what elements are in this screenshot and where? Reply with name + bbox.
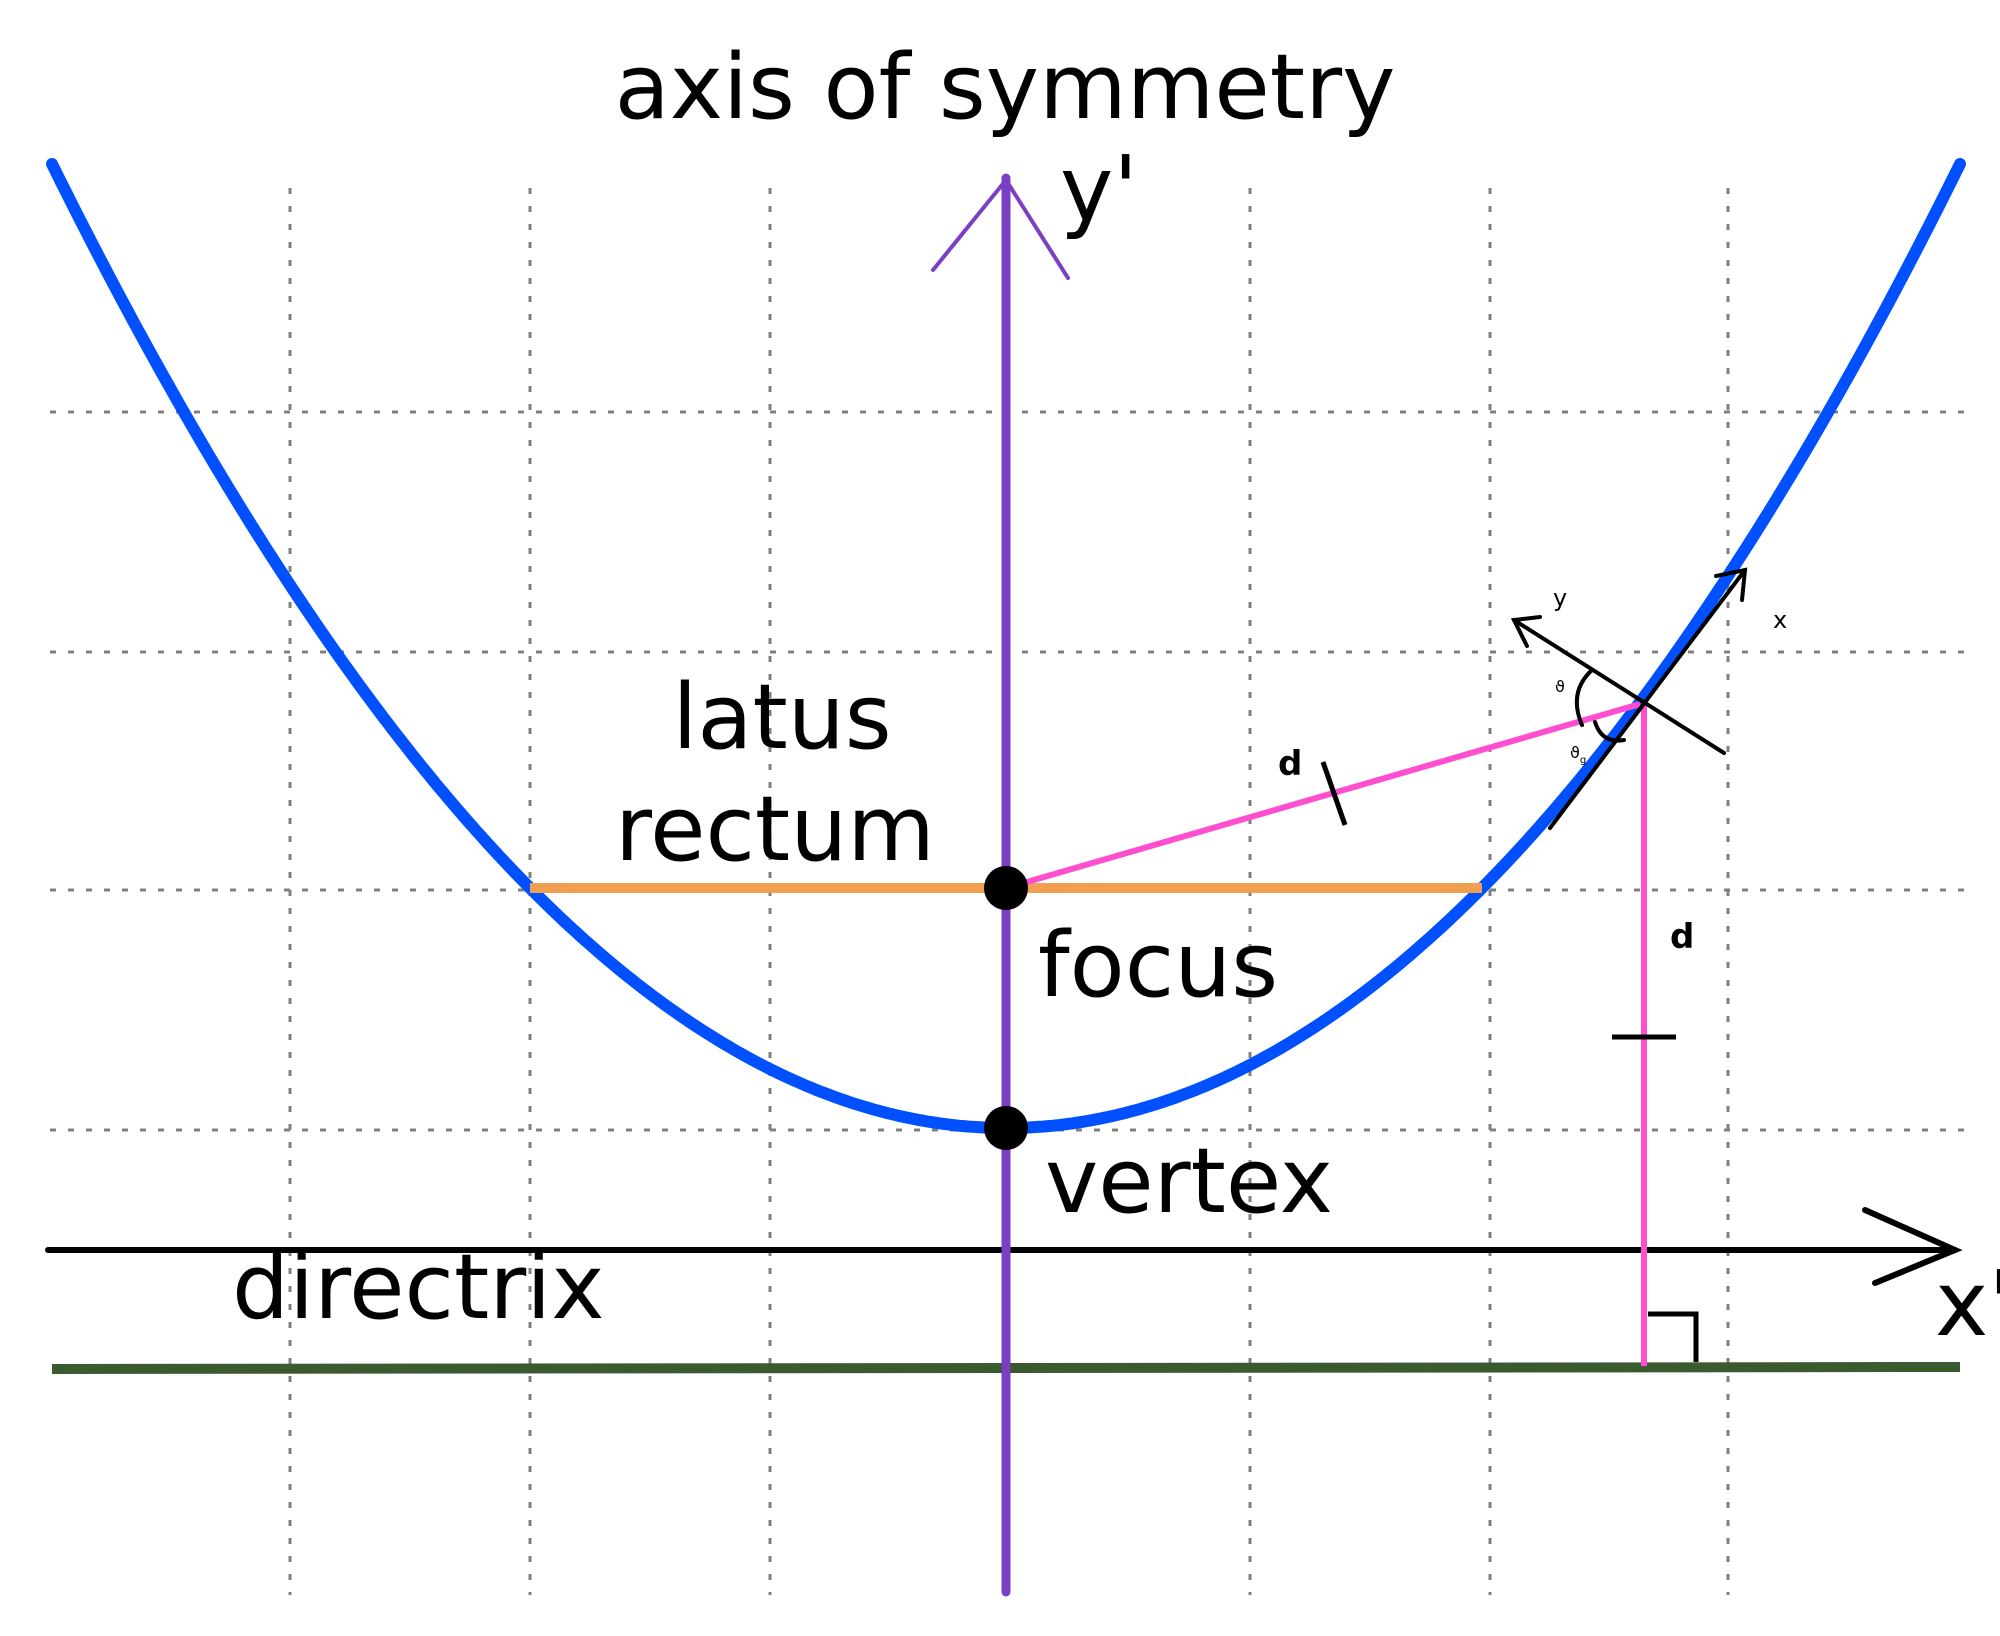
normal-line (1512, 618, 1726, 755)
theta-label: ϑ (1555, 677, 1565, 696)
theta-g-symbol: ϑ (1570, 743, 1580, 762)
title-label: axis of symmetry (615, 35, 1396, 140)
theta-g-subscript: g (1580, 755, 1586, 766)
distance-label-vertical: d (1670, 917, 1694, 957)
distance-lines (1005, 700, 1647, 1366)
local-x-label: x (1773, 606, 1787, 634)
x-axis-arrowhead (1862, 1207, 1963, 1286)
latus-label-line1: latus (672, 665, 891, 770)
local-y-label: y (1553, 584, 1567, 612)
vertex-label: vertex (1045, 1129, 1333, 1234)
axis-arrowhead (931, 176, 1070, 280)
tick-marks (1320, 761, 1699, 1362)
angle-arc-theta (1574, 668, 1594, 727)
focus-label: focus (1038, 913, 1278, 1018)
directrix-label: directrix (232, 1235, 605, 1340)
tick-mark-slant (1320, 761, 1348, 826)
right-angle-marker (1648, 1311, 1699, 1362)
tangent-line (1548, 568, 1747, 830)
normal-arrowhead (1510, 615, 1542, 648)
vertex-point (984, 1106, 1028, 1150)
distance-label-slant: d (1278, 744, 1302, 784)
tangent-arrowhead (1714, 567, 1748, 602)
angle-arc-theta-g (1593, 720, 1626, 743)
y-axis-label: y' (1060, 137, 1138, 242)
latus-label-line2: rectum (615, 777, 935, 882)
theta-g-label: ϑg (1570, 743, 1586, 766)
focus-to-point-line (1005, 701, 1641, 891)
focus-point (984, 866, 1028, 910)
local-axes (1510, 567, 1748, 830)
x-axis-label: x' (1935, 1252, 2000, 1357)
